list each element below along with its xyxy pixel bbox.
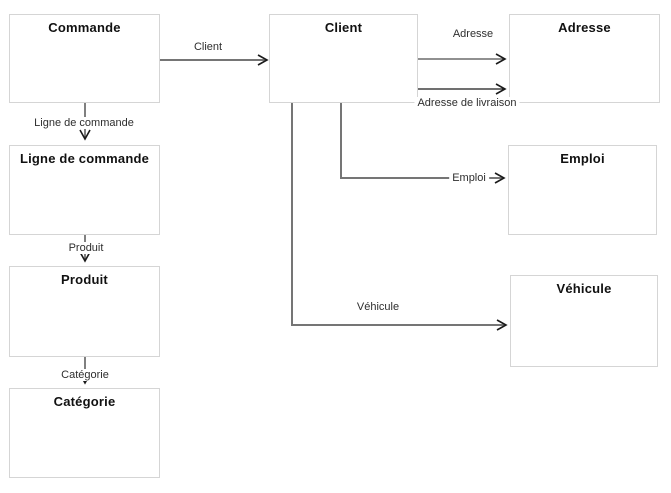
connector-client-emploi: [340, 103, 506, 184]
node-commande-title: Commande: [48, 20, 121, 35]
node-vehicule[interactable]: Véhicule: [510, 275, 658, 367]
node-client[interactable]: Client: [269, 14, 418, 103]
node-emploi-title: Emploi: [560, 151, 605, 166]
node-client-title: Client: [324, 20, 363, 35]
node-commande[interactable]: Commande: [9, 14, 160, 103]
edge-label-adresse: Adresse: [449, 28, 497, 40]
edge-label-client: Client: [190, 41, 226, 53]
edge-label-ligne-de-commande: Ligne de commande: [31, 117, 137, 129]
node-produit-title: Produit: [61, 272, 108, 287]
node-ligne-de-commande-title: Ligne de commande: [19, 151, 150, 166]
edge-label-adresse-de-livraison: Adresse de livraison: [414, 97, 520, 109]
node-vehicule-title: Véhicule: [556, 281, 612, 296]
node-produit[interactable]: Produit: [9, 266, 160, 357]
edge-label-categorie: Catégorie: [58, 369, 112, 381]
edge-label-vehicule: Véhicule: [353, 301, 403, 313]
node-adresse-title: Adresse: [558, 20, 611, 35]
edge-label-produit: Produit: [65, 242, 107, 254]
node-categorie[interactable]: Catégorie: [9, 388, 160, 478]
connector-client-vehicule: [291, 103, 508, 331]
node-adresse[interactable]: Adresse: [509, 14, 660, 103]
node-emploi[interactable]: Emploi: [508, 145, 657, 235]
edge-label-emploi: Emploi: [449, 172, 489, 184]
node-categorie-title: Catégorie: [53, 394, 116, 409]
node-ligne-de-commande[interactable]: Ligne de commande: [9, 145, 160, 235]
